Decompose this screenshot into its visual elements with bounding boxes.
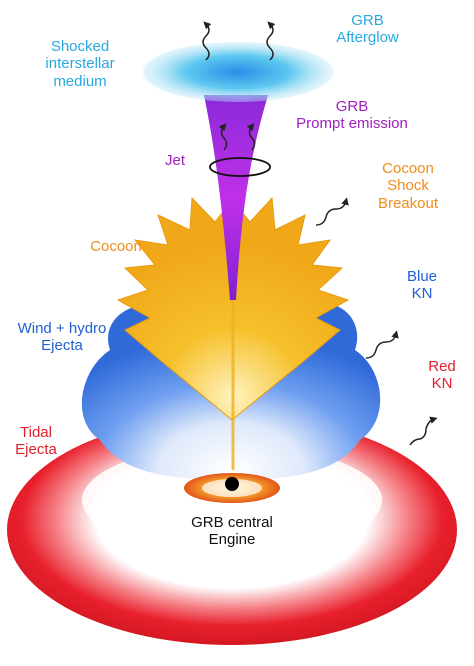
photon-arrows xyxy=(202,21,438,446)
label-red-kn: Red KN xyxy=(428,358,456,393)
jet-cone xyxy=(204,95,271,470)
photon-arrow-icon xyxy=(246,123,256,151)
label-blue-kn: Blue KN xyxy=(406,268,438,303)
photon-arrow-icon xyxy=(315,197,349,226)
afterglow-cap xyxy=(143,42,333,102)
label-shocked-ism: Shocked interstellar medium xyxy=(45,38,115,90)
black-hole-icon xyxy=(225,477,239,491)
label-grb-afterglow: GRB Afterglow xyxy=(336,12,399,47)
label-engine: GRB central Engine xyxy=(191,514,273,549)
central-engine xyxy=(184,473,280,503)
photon-arrow-icon xyxy=(218,123,228,151)
label-wind-hydro: Wind + hydro Ejecta xyxy=(17,320,107,355)
label-cocoon: Cocoon xyxy=(90,238,142,255)
photon-arrow-icon xyxy=(266,21,276,61)
label-tidal: Tidal Ejecta xyxy=(15,424,57,459)
photon-arrow-icon xyxy=(409,416,438,446)
photon-arrow-icon xyxy=(202,21,212,61)
label-grb-prompt: GRB Prompt emission xyxy=(296,98,408,133)
label-cocoon-breakout: Cocoon Shock Breakout xyxy=(377,160,439,212)
photon-arrow-icon xyxy=(365,330,399,359)
label-jet: Jet xyxy=(164,152,185,169)
